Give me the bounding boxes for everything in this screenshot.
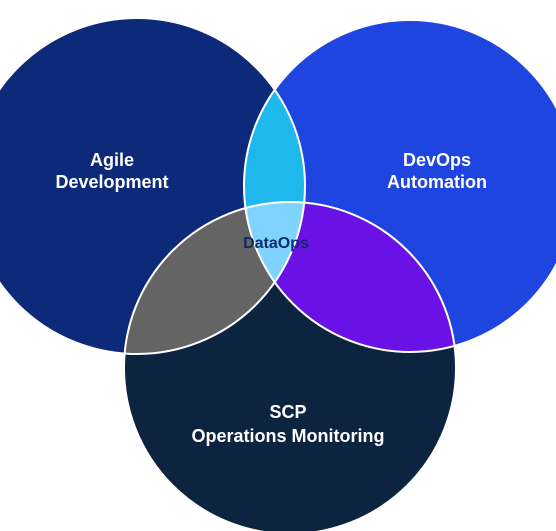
agile-label-line2: Development <box>55 172 168 192</box>
agile-scp-overlap <box>124 202 305 354</box>
scp-outline <box>123 201 457 531</box>
scp-label-line1: SCP <box>269 402 306 422</box>
agile-label-line1: Agile <box>90 150 134 170</box>
agile-outline <box>0 17 306 355</box>
devops-scp-overlap <box>244 202 456 352</box>
dataops-center-label: DataOps <box>243 235 309 252</box>
devops-outline <box>243 19 556 353</box>
scp-label-line2: Operations Monitoring <box>192 426 385 446</box>
devops-label-line1: DevOps <box>403 150 471 170</box>
devops-label-line2: Automation <box>387 172 487 192</box>
